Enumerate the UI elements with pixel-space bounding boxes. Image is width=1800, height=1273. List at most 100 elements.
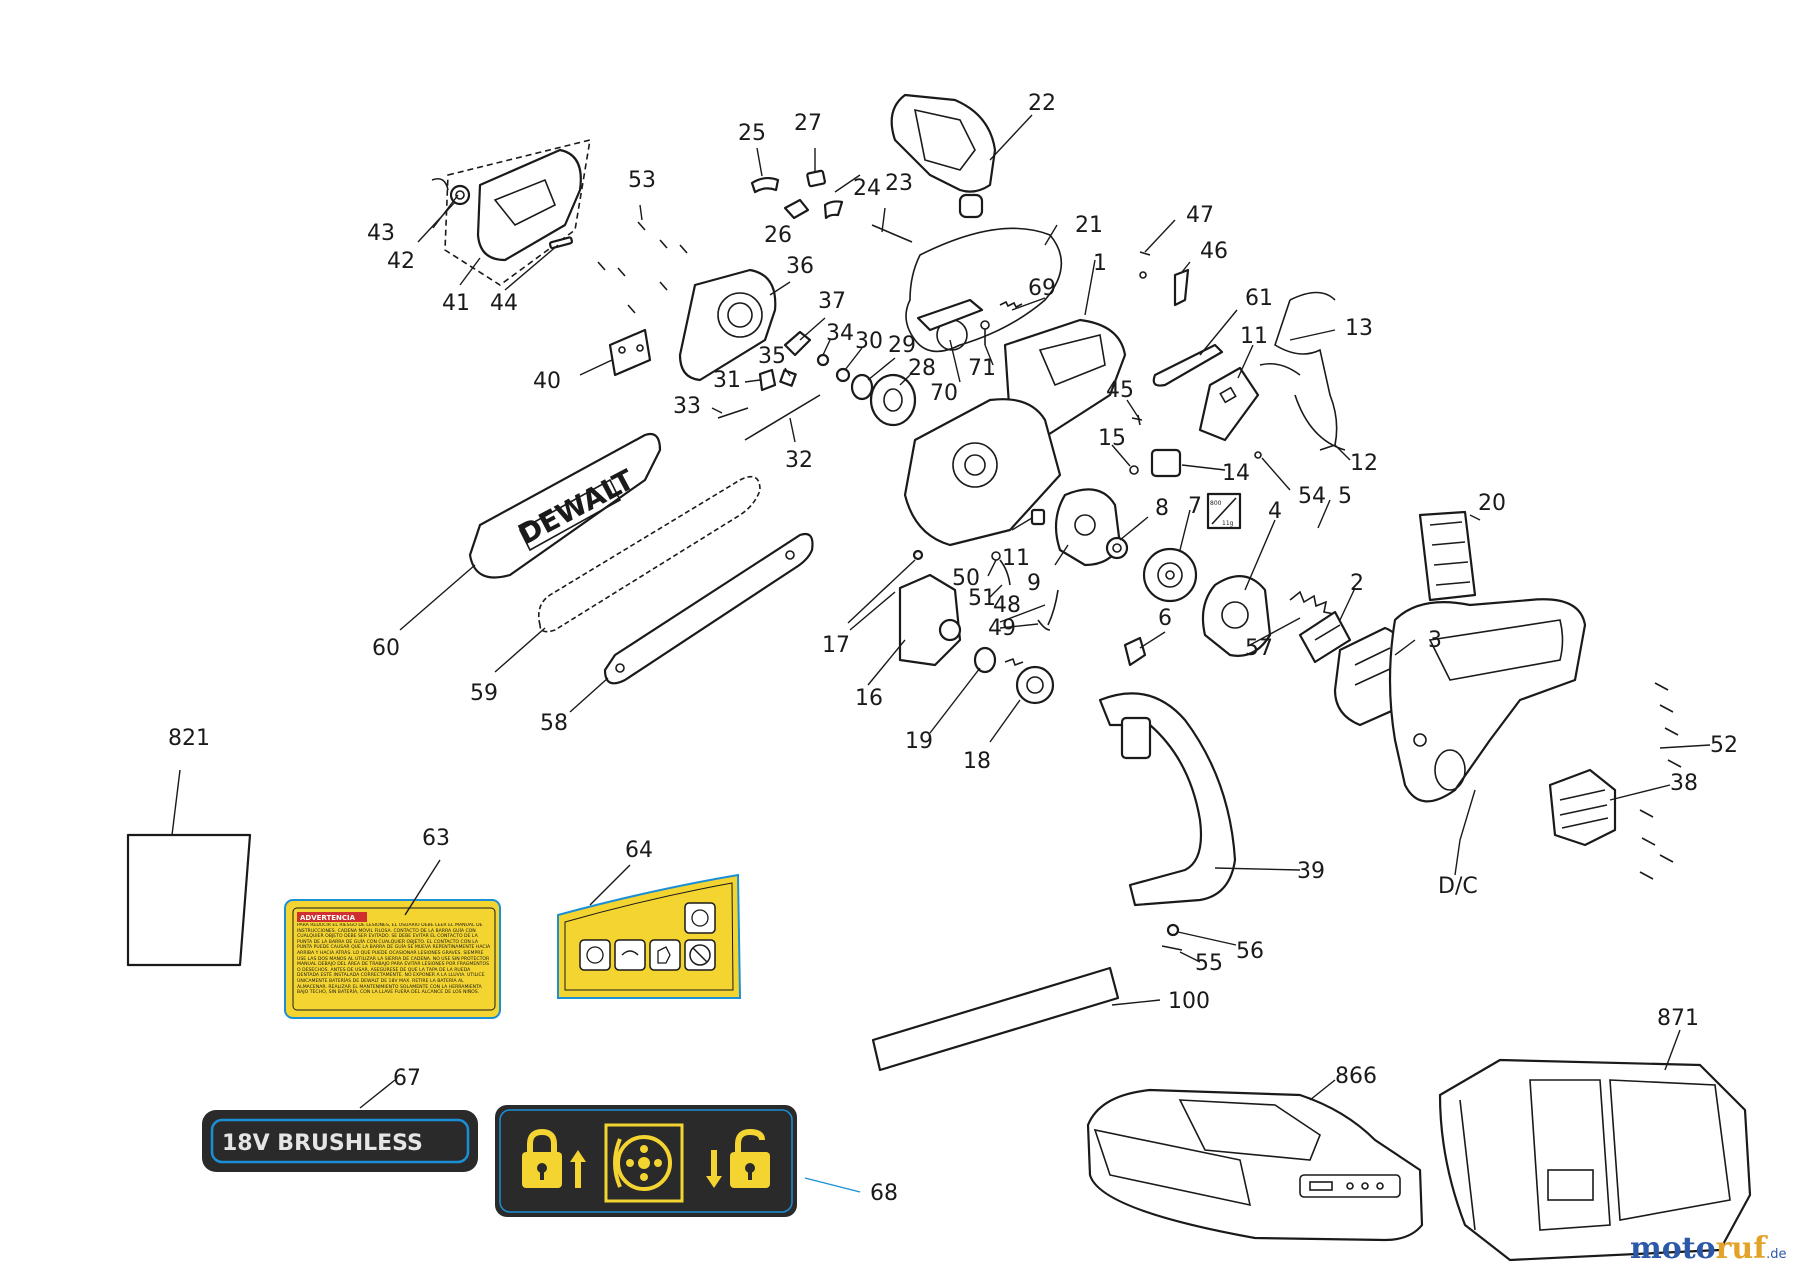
callout-25: 25 [738,121,766,146]
part-39-drawing [1098,692,1237,907]
callout-54: 54 [1298,484,1326,509]
part-32-drawing [744,394,821,441]
callout-27: 27 [794,111,822,136]
callout-67: 67 [393,1066,421,1091]
part-42-drawing [449,184,471,206]
part-18-drawing [1004,657,1055,705]
part-20-drawing [1418,510,1477,602]
part-54-drawing [1254,451,1262,459]
part-55-drawing [1161,945,1183,951]
goggles-pictogram-icon [614,939,646,971]
callout-38: 38 [1670,771,1698,796]
arrow-up-icon [570,1150,586,1188]
callout-30: 30 [855,329,883,354]
callout-58: 58 [540,711,568,736]
part-31-drawing [758,368,777,392]
locked-icon [522,1128,562,1188]
callout-63: 63 [422,826,450,851]
part-38-drawing [1548,768,1617,847]
callout-821: 821 [168,726,210,751]
part-47-drawing [1139,251,1151,279]
part-58-drawing [603,532,814,685]
callout-24: 24 [853,176,881,201]
part-22-drawing [890,93,997,219]
callout-69: 69 [1028,276,1056,301]
part-56-drawing [1166,923,1180,937]
part-17-drawing [912,549,924,561]
callout-52: 52 [1710,733,1738,758]
callout-3: 3 [1428,628,1442,653]
part-37-drawing [783,330,812,357]
callout-26: 26 [764,223,792,248]
brake-disc-icon [604,1123,684,1203]
callout-42: 42 [387,249,415,274]
leader-lines [171,114,1711,1193]
callout-57: 57 [1245,636,1273,661]
gear-label-bottom: 11g [1222,520,1234,527]
gear-label-top: 800 [1210,500,1222,507]
callout-dc: D/C [1438,874,1478,899]
warning-title: ADVERTENCIA [300,914,356,922]
callout-40: 40 [533,369,561,394]
part-53-drawing [597,221,688,314]
unlocked-icon [730,1128,770,1188]
callout-866: 866 [1335,1064,1377,1089]
part-2-drawing [1298,610,1352,664]
callout-1: 1 [1093,251,1107,276]
part-14-drawing [1150,448,1182,478]
callout-16: 16 [855,686,883,711]
watermark-part1: moto [1630,1231,1716,1266]
callout-100: 100 [1168,989,1210,1014]
part-60-drawing: DEWALT [468,432,662,579]
callout-13: 13 [1345,316,1373,341]
part-15-drawing [1129,465,1139,475]
callout-22: 22 [1028,91,1056,116]
callout-59: 59 [470,681,498,706]
part-40-drawing [608,328,652,377]
callout-4: 4 [1268,499,1282,524]
callout-6: 6 [1158,606,1172,631]
part-52-drawing [1639,682,1682,880]
watermark-part2: ruf [1716,1231,1769,1266]
part-21-drawing [905,227,1063,353]
callout-11: 11 [1002,546,1030,571]
part-1-drawing [903,318,1127,547]
badge-text: 18V BRUSHLESS [222,1131,423,1156]
part-35-drawing [779,369,797,387]
part-71-drawing [980,320,990,345]
callout-15: 15 [1098,426,1126,451]
part-9-drawing [1054,488,1122,567]
part-27-drawing [806,169,827,188]
part-67-drawing: 18V BRUSHLESS [202,1110,478,1172]
part-51-drawing [999,559,1011,586]
part-6-drawing [1123,636,1147,667]
callout-71: 71 [968,356,996,381]
callout-70: 70 [930,381,958,406]
callout-34: 34 [826,321,854,346]
callout-5: 5 [1338,484,1352,509]
callout-53: 53 [628,168,656,193]
part-50-drawing [991,551,1001,561]
warning-body: PARA REDUCIR EL RIESGO DE LESIONES, EL U… [297,923,491,996]
part-821-drawing [126,833,252,967]
callout-51: 51 [968,586,996,611]
part-29-drawing [850,373,874,401]
part-26-drawing [783,198,810,220]
part-dc-drawing [1388,598,1587,803]
callout-7: 7 [1188,494,1202,519]
callout-28: 28 [908,356,936,381]
part-23-drawing [871,224,913,243]
callout-2: 2 [1350,571,1364,596]
callout-31: 31 [713,368,741,393]
callout-56: 56 [1236,939,1264,964]
part-33-drawing [717,407,749,419]
callout-33: 33 [673,394,701,419]
part-46-drawing [1173,268,1190,307]
callout-46: 46 [1200,239,1228,264]
part-61-drawing [1152,343,1224,387]
part-63-drawing: ADVERTENCIA PARA REDUCIR EL RIESGO DE LE… [284,899,501,1019]
callout-47: 47 [1186,203,1214,228]
callout-60: 60 [372,636,400,661]
part-41-drawing [444,138,591,286]
callout-50: 50 [952,566,980,591]
